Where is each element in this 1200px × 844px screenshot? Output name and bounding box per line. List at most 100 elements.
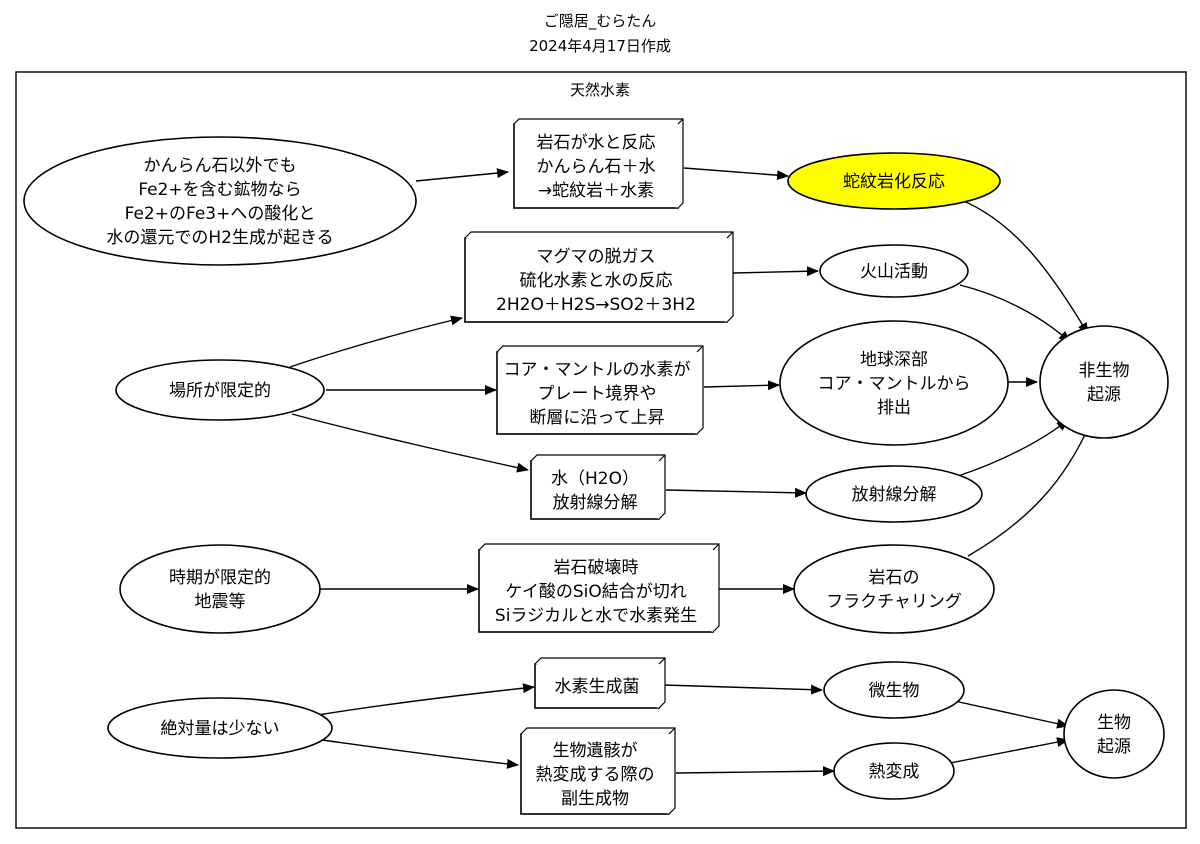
node-line: かんらん石＋水 <box>537 157 656 177</box>
node-fracturing-text: 岩石のフラクチャリング <box>826 568 962 612</box>
node-line: Fe2+のFe3+への酸化と <box>125 204 316 224</box>
node-line: 水（H2O） <box>551 469 639 489</box>
edge-thermal-to-bio <box>949 737 1069 764</box>
node-serpentinization: 蛇紋岩化反応 <box>787 152 1001 210</box>
node-line: 時期が限定的 <box>169 568 271 588</box>
node-line: 場所が限定的 <box>169 381 271 401</box>
node-bio: 生物起源 <box>1063 689 1165 779</box>
node-bio-text: 生物起源 <box>1097 713 1131 757</box>
node-non-kanran-text: かんらん石以外でも Fe2+を含む鉱物なら Fe2+のFe3+への酸化と水の還元での… <box>106 156 333 248</box>
node-line: プレート境界や <box>538 384 657 404</box>
node-time-limited-text: 時期が限定的地震等 <box>169 568 271 612</box>
node-remains-text: 生物遺骸が熱変成する際の副生成物 <box>536 741 655 809</box>
node-serpentinization-text: 蛇紋岩化反応 <box>843 172 945 192</box>
edge-place-to-water <box>291 413 529 473</box>
node-core-mantle-text: コア・マントルの水素がプレート境界や断層に沿って上昇 <box>504 360 691 428</box>
edge-serpentinization-to-non-bio <box>949 195 1089 335</box>
author-label: ご隠居_むらたん <box>544 12 657 31</box>
node-line: 生物 <box>1097 713 1131 733</box>
node-magma: マグマの脱ガス硫化水素と水の反応 2H2O＋H2S→SO2＋3H2 <box>464 231 734 323</box>
edge-place-to-magma <box>289 315 463 368</box>
node-h2-bacteria: 水素生成菌 <box>534 657 666 709</box>
node-water-h2o-text: 水（H2O） 放射線分解 <box>551 469 639 513</box>
node-line: 蛇紋岩化反応 <box>843 172 945 192</box>
node-line: 熱変成 <box>869 762 920 782</box>
node-line: 2H2O＋H2S→SO2＋3H2 <box>496 295 696 315</box>
node-remains: 生物遺骸が熱変成する際の副生成物 <box>520 727 676 815</box>
node-line: 水の還元でのH2生成が起きる <box>106 228 333 248</box>
node-non-bio: 非生物起源 <box>1039 325 1169 439</box>
node-radiolysis: 放射線分解 <box>805 465 983 523</box>
edge-volcano-to-non-bio <box>959 284 1071 343</box>
edge-h2-bacteria-to-microbe <box>663 684 823 695</box>
node-line: 微生物 <box>869 681 920 701</box>
node-line: 副生成物 <box>561 789 629 809</box>
node-time-limited: 時期が限定的地震等 <box>119 544 321 634</box>
edge-magma-to-volcano <box>732 266 819 277</box>
node-line: Fe2+を含む鉱物なら <box>138 180 301 200</box>
edge-fracturing-to-non-bio <box>967 423 1091 557</box>
node-rock-water: 岩石が水と反応かんらん石＋水 →蛇紋岩＋水素 <box>513 118 684 209</box>
edge-radiolysis-to-non-bio <box>957 419 1069 477</box>
edge-small-to-h2-bacteria <box>317 683 535 716</box>
node-microbe-text: 微生物 <box>869 681 920 701</box>
edge-small-to-remains <box>321 739 519 769</box>
node-line: 放射線分解 <box>852 485 937 505</box>
node-deep-earth-text: 地球深部コア・マントルから排出 <box>818 350 971 418</box>
node-line: 熱変成する際の <box>536 765 655 785</box>
creation-date: 2024年4月17日作成 <box>529 37 671 55</box>
node-line: フラクチャリング <box>826 592 962 612</box>
node-line: 起源 <box>1097 737 1131 757</box>
node-line: 生物遺骸が <box>553 741 638 761</box>
node-deep-earth: 地球深部コア・マントルから排出 <box>779 320 1009 446</box>
node-line: 絶対量は少ない <box>161 719 280 739</box>
node-rock-break-text: 岩石破壊時ケイ酸のSiO結合が切れ Siラジカルと水で水素発生 <box>495 558 697 626</box>
cluster-frame <box>15 71 1187 829</box>
edge-rock-water-to-serpentinization <box>683 167 789 181</box>
edge-water-to-radiolysis <box>665 487 807 498</box>
node-core-mantle: コア・マントルの水素がプレート境界や断層に沿って上昇 <box>496 345 704 435</box>
node-line: 排出 <box>877 398 911 418</box>
edge-core-mantle-to-deep-earth <box>703 380 780 391</box>
nodes: かんらん石以外でも Fe2+を含む鉱物なら Fe2+のFe3+への酸化と水の還元での… <box>23 118 1169 815</box>
node-line: 岩石が水と反応 <box>537 133 656 153</box>
node-line: →蛇紋岩＋水素 <box>538 181 654 201</box>
node-magma-text: マグマの脱ガス硫化水素と水の反応 2H2O＋H2S→SO2＋3H2 <box>496 247 696 315</box>
node-rock-water-text: 岩石が水と反応かんらん石＋水 →蛇紋岩＋水素 <box>537 133 656 201</box>
node-rock-break: 岩石破壊時ケイ酸のSiO結合が切れ Siラジカルと水で水素発生 <box>478 543 720 633</box>
node-non-kanran: かんらん石以外でも Fe2+を含む鉱物なら Fe2+のFe3+への酸化と水の還元での… <box>23 136 417 266</box>
node-line: 岩石の <box>869 568 920 588</box>
node-small-amount-text: 絶対量は少ない <box>161 719 280 739</box>
edge-microbe-to-bio <box>949 699 1069 729</box>
node-line: 硫化水素と水の反応 <box>520 271 673 291</box>
node-line: 岩石破壊時 <box>554 558 639 578</box>
edges <box>289 167 1091 777</box>
node-volcano-text: 火山活動 <box>860 262 928 282</box>
node-line: 火山活動 <box>860 262 928 282</box>
node-volcano: 火山活動 <box>819 244 969 298</box>
node-radiolysis-text: 放射線分解 <box>852 485 937 505</box>
node-place-limited-text: 場所が限定的 <box>169 381 271 401</box>
cluster-title: 天然水素 <box>570 81 630 99</box>
edge-remains-to-thermal <box>675 766 835 777</box>
node-line: ケイ酸のSiO結合が切れ <box>505 582 687 602</box>
node-line: 水素生成菌 <box>555 677 640 697</box>
node-thermal: 熱変成 <box>833 742 955 800</box>
node-line: 地震等 <box>195 592 246 612</box>
node-small-amount: 絶対量は少ない <box>107 697 333 759</box>
node-line: 地球深部 <box>860 350 928 370</box>
node-line: 断層に沿って上昇 <box>529 408 664 428</box>
node-line: 起源 <box>1087 385 1121 405</box>
node-h2-bacteria-text: 水素生成菌 <box>555 677 640 697</box>
node-line: かんらん石以外でも <box>144 156 297 176</box>
node-place-limited: 場所が限定的 <box>115 359 325 421</box>
node-line: マグマの脱ガス <box>537 247 656 267</box>
node-line: 放射線分解 <box>553 493 638 513</box>
node-water-h2o: 水（H2O） 放射線分解 <box>530 454 666 520</box>
edge-non-kanran-to-rock-water <box>415 168 509 182</box>
node-non-bio-text: 非生物起源 <box>1079 361 1130 405</box>
node-fracturing: 岩石のフラクチャリング <box>793 544 995 634</box>
node-line: コア・マントルの水素が <box>504 360 691 380</box>
node-line: Siラジカルと水で水素発生 <box>495 606 697 626</box>
